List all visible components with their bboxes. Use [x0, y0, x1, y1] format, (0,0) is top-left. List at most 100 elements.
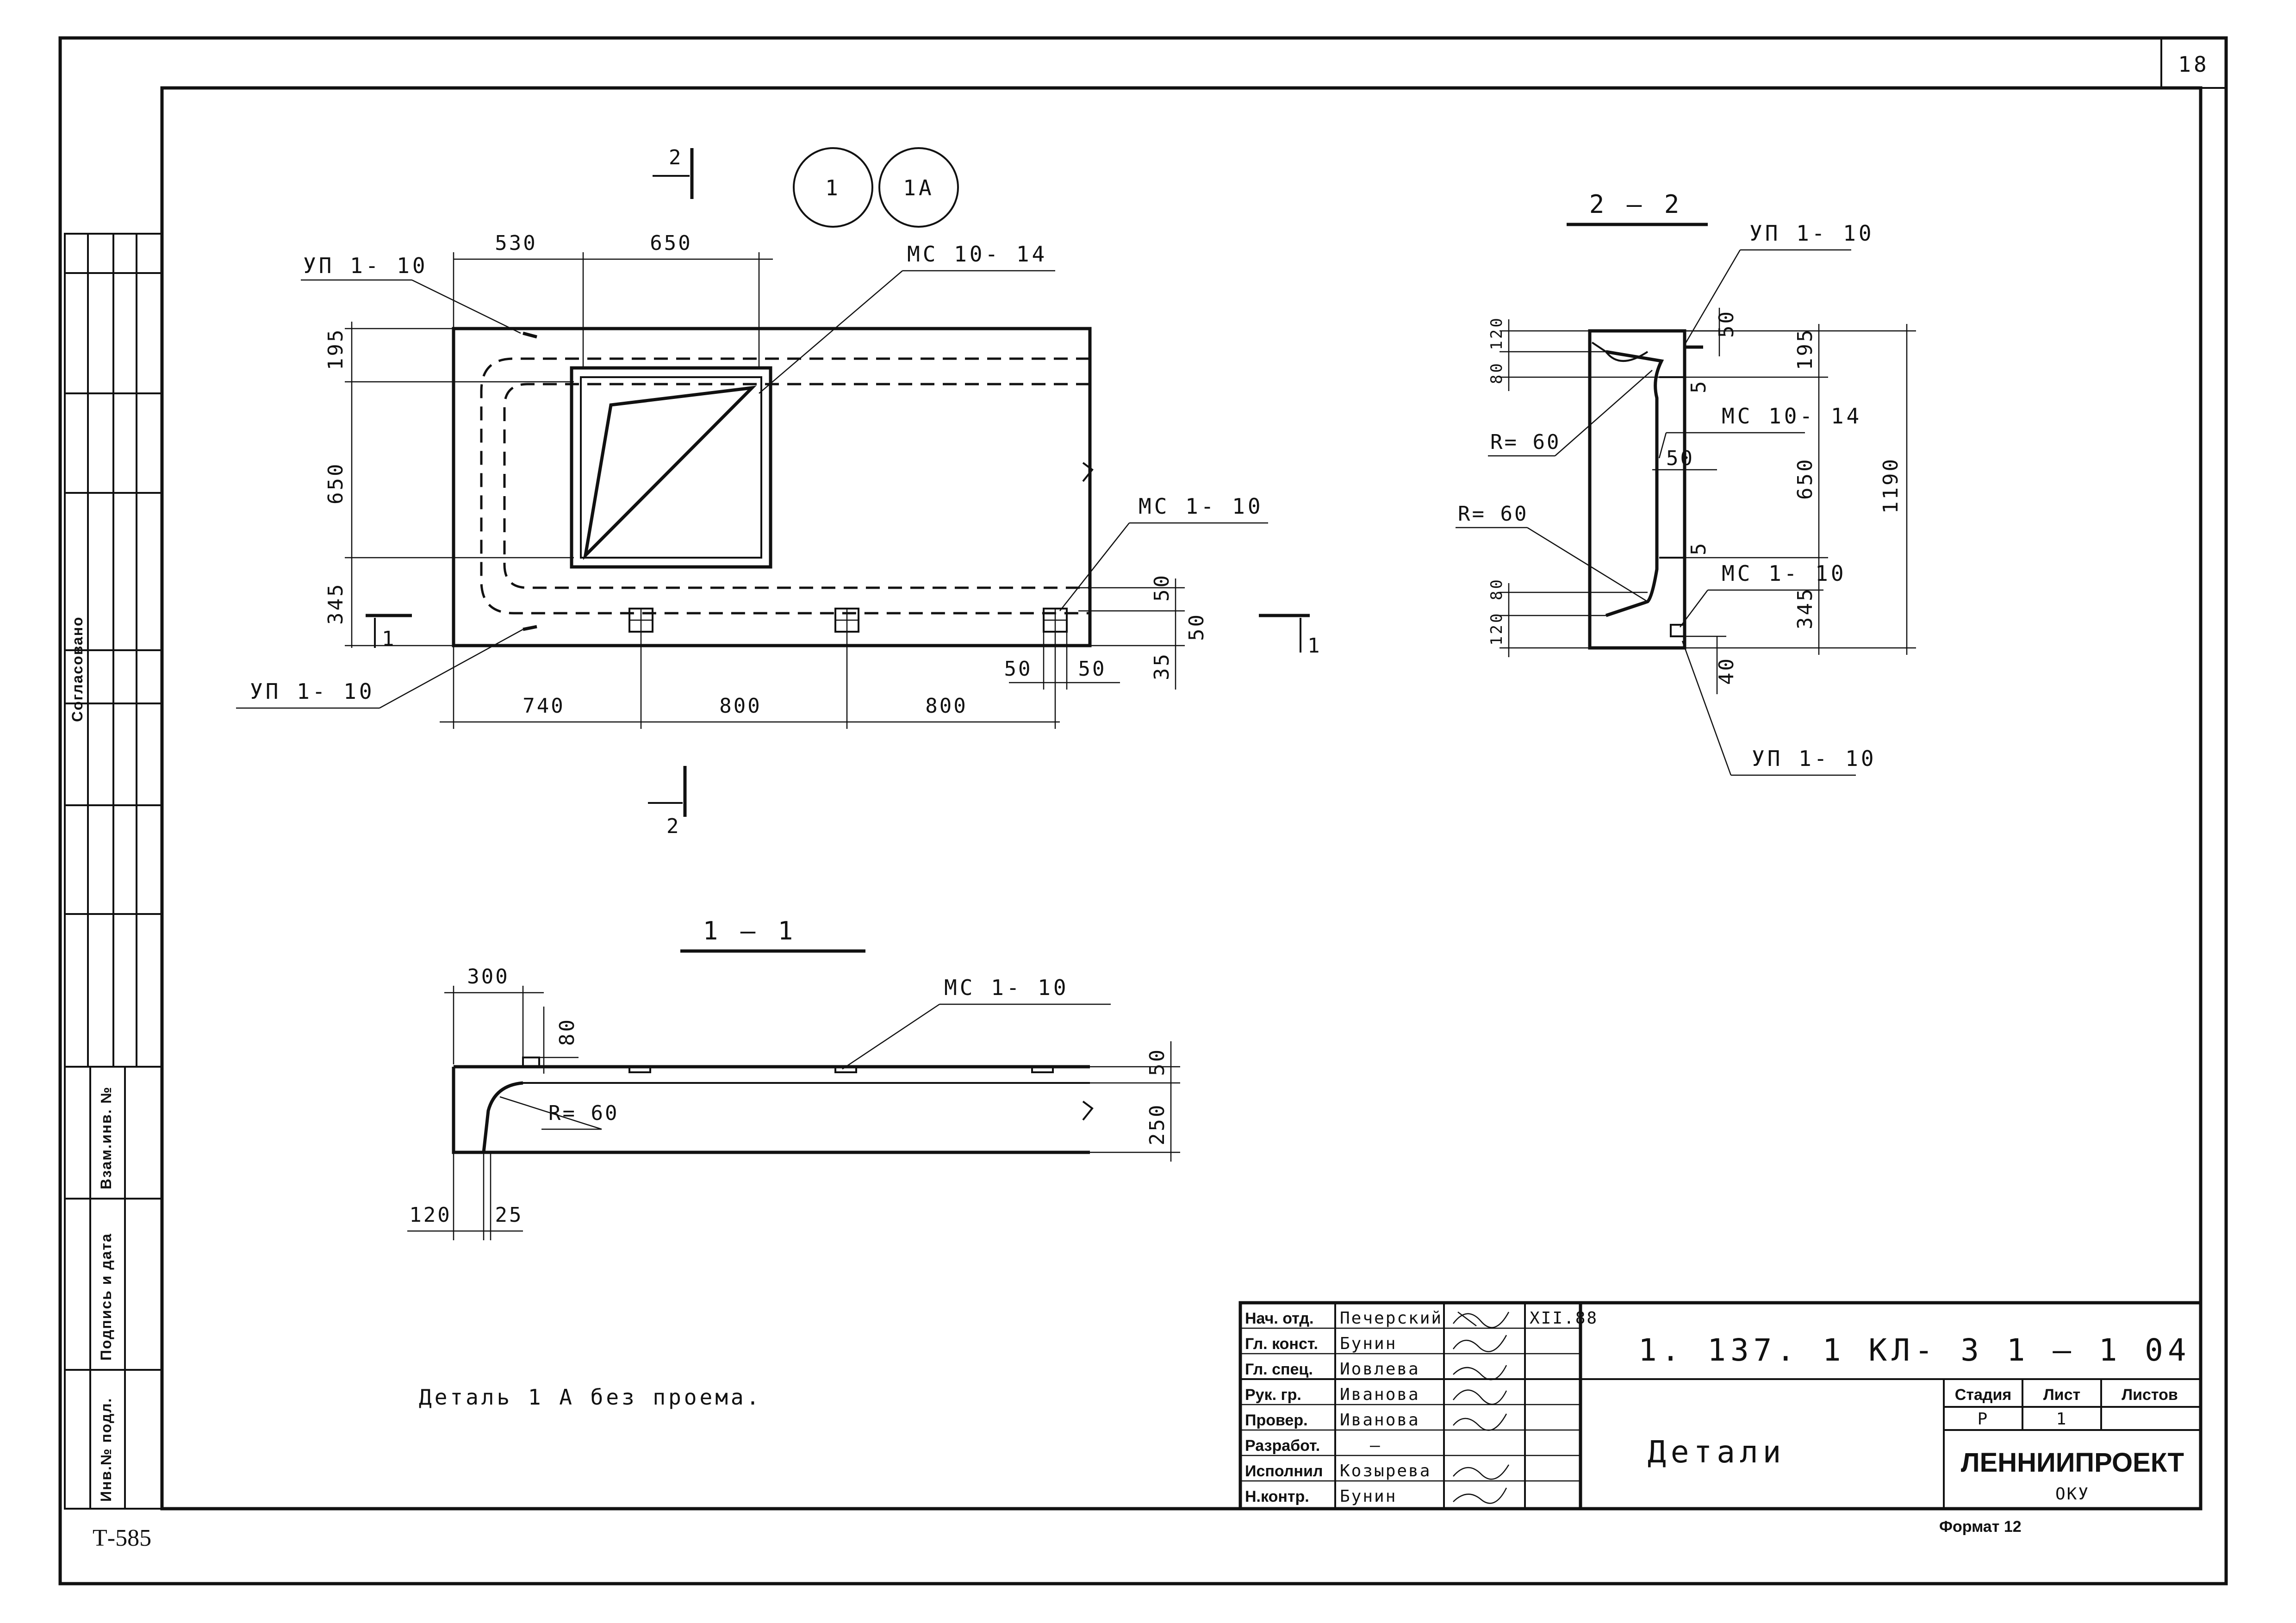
node-circle-1a — [878, 147, 959, 228]
dim-bottom-800b: 800 — [925, 694, 967, 718]
agreed-label: Согласовано — [69, 616, 86, 722]
dim-22-650: 650 — [1793, 458, 1817, 500]
dim-11-250: 250 — [1145, 1103, 1169, 1145]
organization: ЛЕННИИПРОЕКТ — [1961, 1448, 2184, 1478]
department: ОКУ — [2055, 1485, 2090, 1504]
label-up-bottom: УП 1- 10 — [250, 679, 375, 704]
role-7: Н.контр. — [1245, 1488, 1309, 1505]
label-22-mc-mid: МС 10- 14 — [1722, 404, 1862, 429]
dim-22-345: 345 — [1793, 587, 1817, 629]
inv-original-label: Инв.№ подл. — [98, 1398, 114, 1502]
dim-bottom-740: 740 — [523, 694, 565, 718]
outer-frame — [58, 36, 2228, 1586]
dim-11-25: 25 — [495, 1203, 523, 1227]
dim-small-50b: 50 — [1078, 657, 1107, 681]
dim-right-50b: 50 — [1185, 613, 1208, 641]
node-mark-1: 1 — [825, 175, 841, 200]
title-block: Нач. отд. Печерский Гл. конст. Бунин Гл.… — [1238, 1301, 2203, 1511]
dim-22-overall: 1190 — [1879, 457, 1903, 514]
section-mark-top: 2 — [669, 146, 683, 169]
node-mark-1a: 1А — [903, 175, 934, 200]
name-5: — — [1370, 1436, 1381, 1455]
dim-11-120: 120 — [409, 1203, 451, 1227]
label-22-up-bottom: УП 1- 10 — [1752, 746, 1877, 771]
label-11-mc: МС 1- 10 — [944, 975, 1069, 1000]
section-mark-right: 1 — [1307, 634, 1322, 658]
name-0: Печерский — [1340, 1309, 1443, 1328]
doc-code: 1. 137. 1 КЛ- 3 1 — 1 04 — [1638, 1332, 2191, 1368]
sheet-number: 18 — [2178, 52, 2209, 77]
stage-value: Р — [1978, 1410, 1989, 1429]
dim-right-35: 35 — [1150, 652, 1174, 680]
dim-22-left-bottom: 120 80 — [1487, 578, 1506, 646]
name-6: Козырева — [1340, 1461, 1431, 1480]
side-stamp: Согласовано Взам.инв. № Подпись и дата И… — [64, 233, 163, 1510]
sheet-header: Лист — [2043, 1386, 2080, 1404]
dim-left-650: 650 — [324, 462, 348, 504]
dim-22-195: 195 — [1793, 328, 1817, 370]
role-4: Провер. — [1245, 1412, 1308, 1429]
role-3: Рук. гр. — [1245, 1386, 1301, 1404]
note-text: Деталь 1 А без проема. — [419, 1385, 762, 1410]
radius-22-top: R= 60 — [1490, 430, 1561, 454]
section-1-1: 1 — 1 300 80 50 250 120 25 R= 60 — [407, 916, 1180, 1240]
dim-22-left-top: 80 120 — [1487, 316, 1506, 384]
sheet-number-box — [2160, 37, 2227, 89]
sheets-header: Листов — [2122, 1386, 2178, 1404]
plan-view: 1 1А 2 2 1 1 — [236, 146, 1322, 838]
dim-left-195: 195 — [324, 328, 348, 370]
name-2: Иовлева — [1340, 1360, 1420, 1379]
dim-11-80: 80 — [555, 1018, 579, 1046]
dim-22-5b: 5 — [1687, 541, 1711, 556]
name-1: Бунин — [1340, 1334, 1397, 1353]
section-22-title: 2 — 2 — [1589, 190, 1683, 219]
dim-small-50a: 50 — [1004, 657, 1033, 681]
label-up-top: УП 1- 10 — [303, 253, 428, 278]
name-3: Иванова — [1340, 1385, 1420, 1404]
sheet-value: 1 — [2056, 1410, 2068, 1429]
opening-inner — [580, 376, 762, 559]
dim-22-40: 40 — [1715, 657, 1738, 685]
radius-11: R= 60 — [548, 1101, 619, 1125]
section-mark-bottom: 2 — [666, 815, 681, 838]
section-2-2: 2 — 2 80 120 120 80 50 195 650 345 — [1456, 190, 1916, 776]
dim-11-50: 50 — [1145, 1048, 1169, 1076]
replace-inv-label: Взам.инв. № — [98, 1086, 114, 1189]
role-1: Гл. конст. — [1245, 1335, 1318, 1353]
role-0: Нач. отд. — [1245, 1310, 1313, 1327]
slab-outline — [452, 327, 1092, 647]
dim-22-50-top: 50 — [1715, 310, 1738, 338]
signatures — [1452, 1312, 1510, 1504]
name-4: Иванова — [1340, 1411, 1420, 1430]
role-2: Гл. спец. — [1245, 1361, 1313, 1378]
dim-top-650: 650 — [650, 231, 692, 255]
opening-outer — [570, 366, 772, 569]
radius-22-bottom: R= 60 — [1458, 502, 1528, 526]
inner-frame — [160, 86, 2203, 1511]
dim-22-5a: 5 — [1687, 379, 1711, 394]
section-11-title: 1 — 1 — [703, 916, 797, 945]
label-22-up-top: УП 1- 10 — [1749, 221, 1874, 246]
dim-left-345: 345 — [324, 583, 348, 625]
dim-right-50a: 50 — [1150, 573, 1174, 602]
archive-code: Т-585 — [93, 1525, 151, 1551]
role-5: Разработ. — [1245, 1437, 1320, 1455]
label-22-mc-low: МС 1- 10 — [1722, 561, 1847, 586]
label-mc-edge: МС 1- 10 — [1139, 494, 1263, 519]
name-7: Бунин — [1340, 1487, 1397, 1506]
section-mark-left: 1 — [382, 627, 396, 651]
dim-bottom-800a: 800 — [719, 694, 761, 718]
dim-11-300: 300 — [467, 965, 509, 989]
format-label: Формат 12 — [1939, 1518, 2022, 1536]
dim-22-50-inner: 50 — [1666, 447, 1694, 470]
node-circle-1 — [793, 147, 873, 228]
sheet-title: Детали — [1648, 1434, 1786, 1470]
stage-header: Стадия — [1955, 1386, 2011, 1404]
dim-top-530: 530 — [495, 231, 537, 255]
signature-date-label: Подпись и дата — [98, 1233, 114, 1361]
embedded-plate — [583, 386, 757, 560]
approval-date: XII.88 — [1530, 1309, 1598, 1328]
role-6: Исполнил — [1245, 1462, 1323, 1480]
label-mc-opening: МС 10- 14 — [907, 242, 1047, 267]
